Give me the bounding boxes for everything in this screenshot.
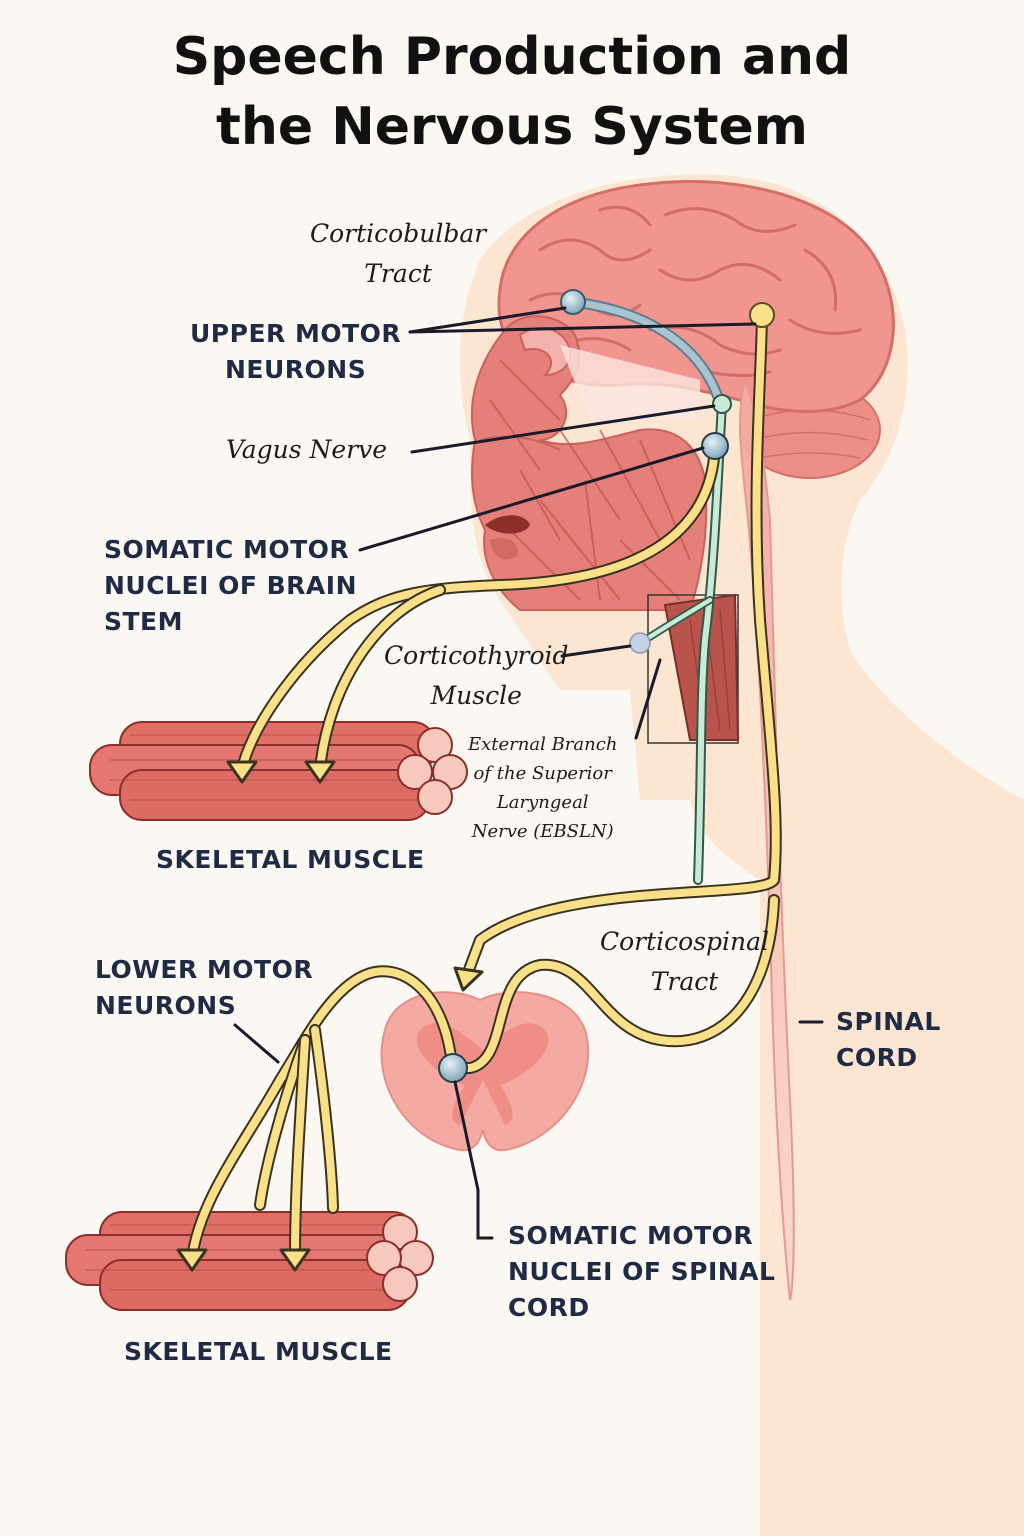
- larynx-outline: [647, 594, 739, 744]
- spinal-cord-cross-section: [380, 991, 590, 1152]
- ebsln-label: External Branch of the Superior Laryngea…: [468, 734, 618, 842]
- corticospinal-tract-label: Corticospinal Tract: [600, 927, 770, 996]
- arrowheads: [176, 760, 484, 1272]
- lower-motor-neurons-label: LOWER MOTOR NEURONS: [95, 955, 314, 1020]
- skeletal-muscle-upper-bundle: [89, 721, 468, 821]
- skeletal-muscle-lower-label: SKELETAL MUSCLE: [124, 1337, 393, 1366]
- skeletal-muscle-lower-bundle: [65, 1211, 434, 1311]
- skeletal-muscle-upper-label: SKELETAL MUSCLE: [156, 845, 425, 874]
- somatic-motor-nuclei-spinal-label: SOMATIC MOTOR NUCLEI OF SPINAL CORD: [508, 1221, 776, 1322]
- upper-motor-neurons-label: UPPER MOTOR NEURONS: [190, 319, 402, 384]
- brainstem-nucleus-node: [701, 432, 729, 460]
- vagus-nerve-label: Vagus Nerve: [226, 435, 388, 464]
- somatic-motor-nuclei-brainstem-label: SOMATIC MOTOR NUCLEI OF BRAIN STEM: [104, 535, 357, 636]
- diagram-title: Speech Production and the Nervous System: [0, 22, 1024, 162]
- title-line-2: the Nervous System: [216, 97, 808, 157]
- vagus-node: [712, 394, 732, 414]
- lips: [490, 538, 519, 560]
- sinus-region: [560, 345, 700, 420]
- corticothyroid-node: [629, 632, 651, 654]
- title-line-1: Speech Production and: [172, 27, 852, 87]
- leader-lines: [233, 306, 824, 1240]
- upper-motor-neuron-node-blue: [560, 289, 586, 315]
- mouth: [485, 515, 530, 534]
- spinal-cord-label: SPINAL CORD: [836, 1007, 941, 1072]
- spinal-nucleus-node: [438, 1053, 468, 1083]
- corticobulbar-tract-label: Corticobulbar Tract: [310, 219, 487, 288]
- corticothyroid-muscle-label: Corticothyroid Muscle: [384, 641, 569, 710]
- upper-motor-neuron-node-yellow: [749, 302, 775, 328]
